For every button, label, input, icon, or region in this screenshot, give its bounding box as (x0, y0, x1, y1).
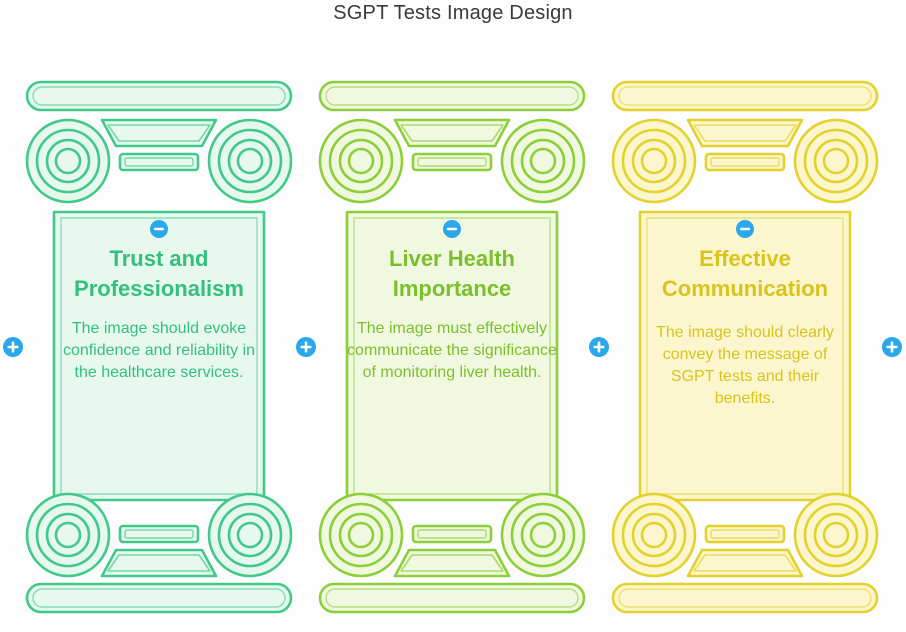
pillar-bottom-slab (611, 582, 879, 614)
minus-circle-icon[interactable] (736, 220, 754, 238)
pillar-communication: Effective Communication The image should… (610, 0, 880, 632)
plus-circle-icon[interactable] (589, 337, 609, 357)
pillar-heading: Liver Health Importance (389, 246, 515, 301)
pillar-heading: Trust and Professionalism (74, 246, 244, 301)
pillar-frame (25, 80, 293, 614)
pillar-description: The image should evoke confidence and re… (62, 320, 256, 381)
minus-circle-icon[interactable] (443, 220, 461, 238)
plus-circle-icon[interactable] (882, 337, 902, 357)
pillar-top-slab (611, 80, 879, 112)
pillar-top-capital (611, 118, 879, 204)
pillar-bottom-capital (318, 492, 586, 578)
minus-circle-icon[interactable] (150, 220, 168, 238)
pillar-top-capital (25, 118, 293, 204)
pillar-bottom-slab (25, 582, 293, 614)
pillar-bottom-capital (25, 492, 293, 578)
pillar-description: The image must effectively communicate t… (347, 320, 557, 381)
pillar-top-capital (318, 118, 586, 204)
pillar-heading: Effective Communication (661, 246, 829, 301)
pillar-top-slab (318, 80, 586, 112)
pillar-top-slab (25, 80, 293, 112)
pillar-description: The image should clearly convey the mess… (656, 324, 834, 407)
pillar-liver-health: Liver Health Importance The image must e… (317, 0, 587, 632)
page-title: SGPT Tests Image Design (333, 2, 573, 24)
pillar-frame (611, 80, 879, 614)
slab-inner-line (618, 86, 872, 106)
slab-inner-line (618, 588, 872, 608)
slab-inner-line (325, 86, 579, 106)
slab-inner-line (32, 86, 286, 106)
plus-circle-icon[interactable] (296, 337, 316, 357)
slab-inner-line (325, 588, 579, 608)
pillar-bottom-slab (318, 582, 586, 614)
plus-circle-icon[interactable] (3, 337, 23, 357)
pillar-trust: Trust and Professionalism The image shou… (24, 0, 294, 632)
slab-inner-line (32, 588, 286, 608)
pillar-bottom-capital (611, 492, 879, 578)
pillar-frame (318, 80, 586, 614)
